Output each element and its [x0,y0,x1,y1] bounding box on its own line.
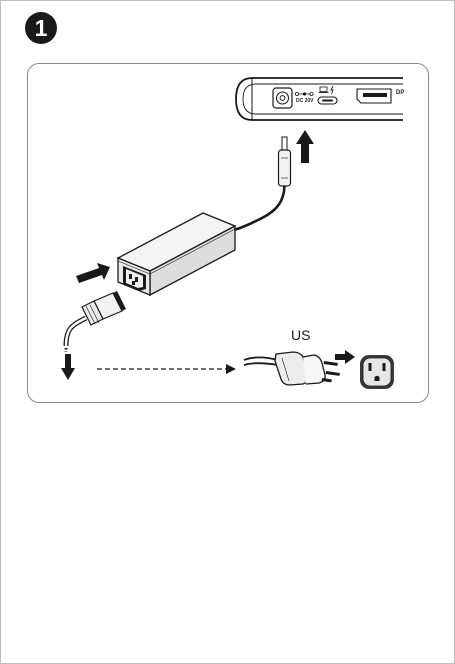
up-arrow-icon [296,130,314,163]
right-arrow-outlet-icon [335,350,355,364]
displayport-port [356,88,392,104]
step-number-badge: 1 [25,12,57,44]
dc-port-label: DC 20V [296,98,314,104]
laptop-icon [318,86,329,93]
region-label: US [291,327,311,343]
down-arrow-icon [61,354,75,380]
dc-cable [233,185,286,232]
right-arrow-icon [76,263,110,283]
dc-plug [277,136,292,187]
thunderbolt-icon [330,85,334,95]
dp-port-label: DP [396,90,405,96]
us-outlet [360,355,394,389]
ac-connector [81,291,126,326]
dc-port [272,87,293,109]
power-adapter [116,212,237,297]
dashed-right-arrow-icon [97,364,236,374]
dc-polarity-icon [294,92,314,97]
us-plug [243,351,340,386]
